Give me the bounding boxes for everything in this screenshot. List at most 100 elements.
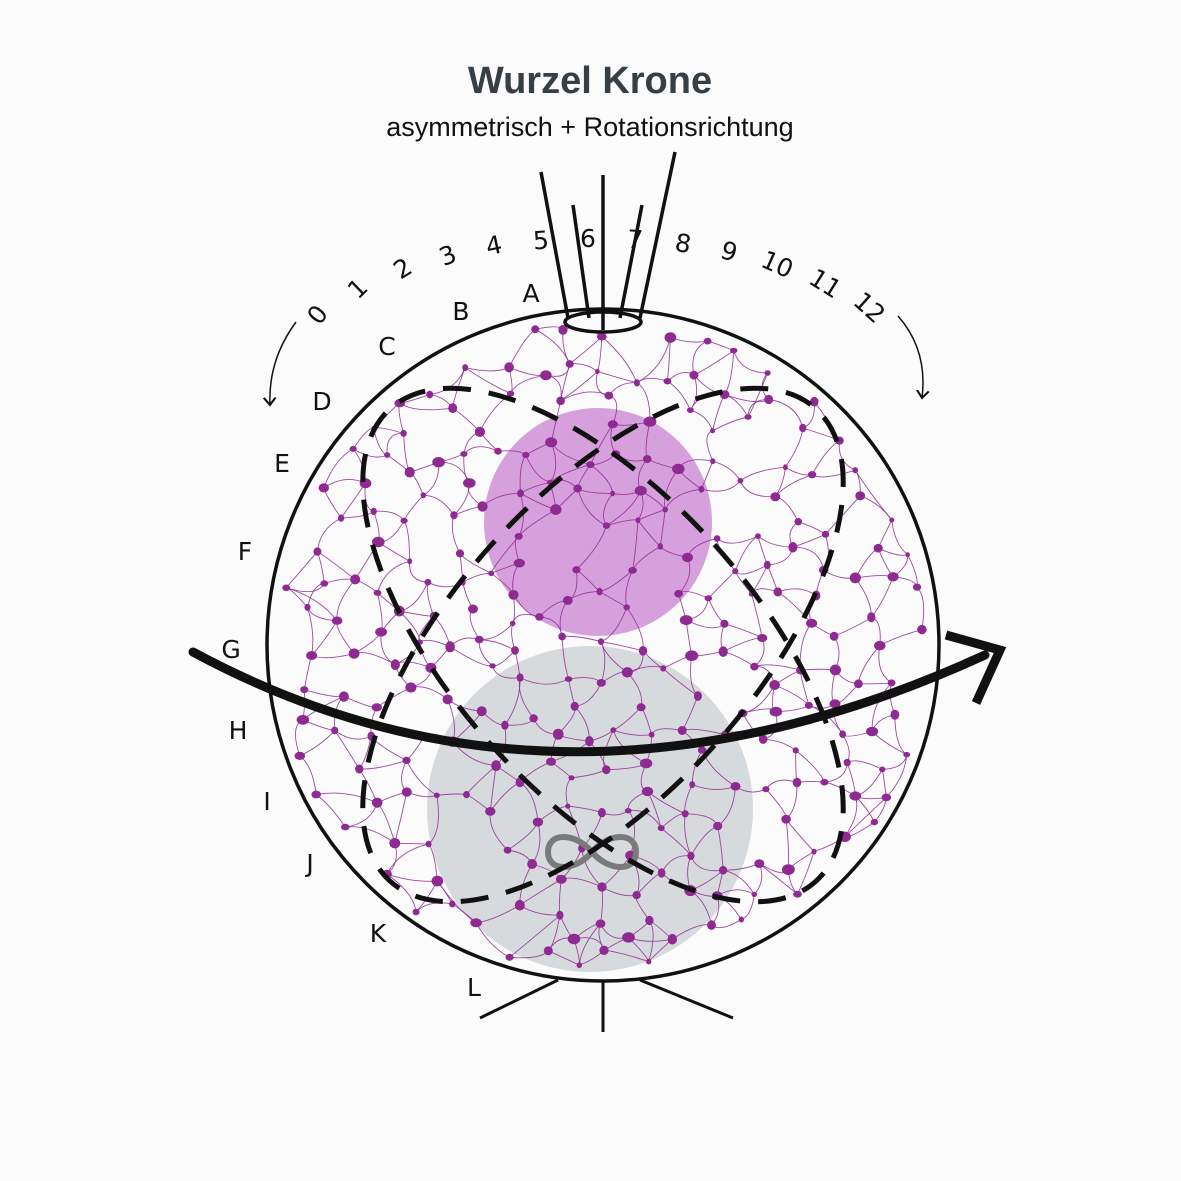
network-link — [855, 575, 894, 579]
network-link — [492, 650, 516, 667]
network-node — [703, 337, 712, 345]
network-node — [300, 686, 309, 694]
network-link — [373, 510, 405, 521]
network-node — [773, 587, 783, 597]
network-node — [494, 447, 502, 455]
network-link — [423, 494, 455, 516]
network-node — [313, 547, 322, 556]
network-node — [685, 650, 699, 661]
network-link — [410, 686, 448, 700]
network-node — [596, 587, 603, 596]
network-node — [610, 727, 617, 733]
network-link — [323, 448, 354, 489]
network-link — [377, 592, 383, 633]
network-node — [445, 641, 455, 653]
scale-number: 8 — [673, 228, 694, 259]
network-node — [426, 390, 434, 399]
network-link — [775, 496, 799, 522]
network-node — [782, 864, 795, 875]
network-node — [572, 566, 581, 574]
network-node — [373, 589, 382, 596]
network-node — [508, 590, 519, 600]
network-node — [420, 492, 426, 499]
network-node — [643, 416, 657, 427]
network-link — [757, 535, 793, 548]
network-node — [433, 792, 440, 799]
network-node — [586, 461, 595, 469]
network-node — [514, 533, 523, 540]
network-link — [785, 427, 804, 468]
network-node — [854, 679, 863, 689]
network-node — [641, 786, 654, 797]
network-link — [285, 551, 318, 589]
rotation-arrowhead — [944, 630, 1007, 705]
network-node — [744, 414, 752, 420]
network-link — [916, 586, 925, 630]
network-node — [663, 378, 672, 385]
network-node — [657, 825, 665, 832]
network-link — [286, 587, 338, 621]
network-node — [855, 491, 866, 501]
network-node — [713, 535, 721, 542]
scale-number: 3 — [435, 239, 461, 272]
network-node — [763, 560, 771, 570]
network-node — [849, 572, 861, 584]
network-node — [912, 583, 922, 591]
network-node — [371, 703, 382, 712]
network-node — [504, 362, 514, 373]
network-node — [602, 765, 611, 775]
network-link — [596, 371, 609, 397]
network-node — [474, 426, 485, 437]
network-node — [338, 514, 345, 522]
network-node — [597, 882, 607, 892]
network-link — [664, 488, 702, 510]
network-node — [389, 838, 401, 849]
network-node — [341, 823, 350, 831]
network-link — [777, 588, 817, 596]
network-link — [692, 340, 708, 376]
network-node — [781, 814, 791, 824]
network-link — [739, 480, 776, 498]
network-node — [905, 552, 910, 558]
row-letter: D — [312, 387, 331, 416]
network-link — [768, 399, 804, 429]
network-node — [636, 703, 646, 712]
network-link — [636, 337, 671, 384]
network-link — [711, 919, 742, 929]
row-letter: B — [452, 297, 469, 326]
network-node — [657, 543, 664, 550]
network-link — [825, 495, 861, 535]
network-link — [878, 645, 892, 684]
network-node — [754, 859, 765, 868]
network-node — [713, 821, 723, 831]
network-link — [399, 402, 453, 411]
network-link — [452, 407, 481, 433]
network-link — [763, 738, 796, 751]
scale-number: 7 — [626, 224, 644, 254]
network-link — [712, 460, 741, 481]
network-node — [839, 730, 846, 738]
network-node — [304, 603, 311, 611]
network-link — [907, 554, 918, 588]
network-node — [517, 489, 524, 498]
network-link — [307, 607, 314, 656]
network-link — [854, 547, 879, 579]
scale-number: 12 — [848, 286, 891, 329]
network-node — [689, 370, 699, 380]
network-node — [737, 477, 744, 484]
network-node — [514, 899, 525, 911]
row-letter: E — [274, 449, 290, 478]
network-node — [799, 423, 807, 433]
network-node — [843, 758, 851, 767]
network-node — [390, 659, 400, 671]
network-node — [556, 396, 565, 406]
network-link — [479, 639, 516, 651]
network-link — [334, 730, 360, 770]
network-link — [700, 461, 714, 490]
network-node — [331, 616, 343, 625]
row-letter: H — [229, 716, 248, 745]
scale-number: 5 — [532, 225, 550, 255]
network-link — [855, 769, 883, 797]
network-node — [602, 522, 611, 529]
network-link — [757, 535, 768, 566]
